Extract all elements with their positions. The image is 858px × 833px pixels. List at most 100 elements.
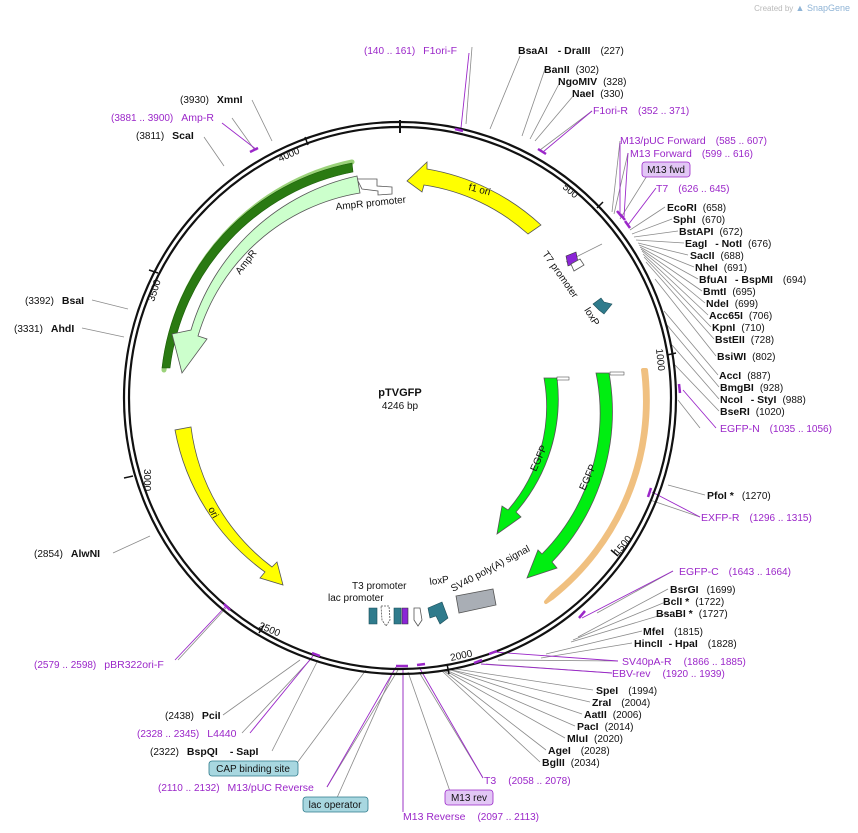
orange-feature-arc[interactable]	[544, 368, 650, 604]
enzyme-label-hincii[interactable]: HincII- HpaI(1828)	[634, 638, 737, 650]
enzyme-label-bseri[interactable]: BseRI(1020)	[720, 406, 785, 418]
primer-label-t3[interactable]: T3(2058 .. 2078)	[484, 775, 571, 787]
enzyme-label-xmni[interactable]: (3930)XmnI	[180, 94, 243, 106]
box-m13-fwd-label: M13 fwd	[647, 165, 685, 176]
box-m13-fwd[interactable]: M13 fwd	[641, 161, 691, 178]
enzyme-name: BfuAI	[699, 274, 727, 286]
enzyme-label-mfei[interactable]: MfeI(1815)	[643, 626, 703, 638]
primer-range: (2328 .. 2345)	[137, 729, 199, 740]
enzyme-label-ngomiv[interactable]: NgoMIV(328)	[558, 76, 626, 88]
enzyme-pos: (2854)	[34, 549, 63, 560]
enzyme-label-naei[interactable]: NaeI(330)	[572, 88, 624, 100]
enzyme-label-acc65i[interactable]: Acc65I (706)	[709, 310, 772, 322]
primer-label-m13pucrev[interactable]: (2110 .. 2132)M13/pUC Reverse	[158, 782, 314, 794]
enzyme-name: ZraI	[592, 697, 611, 709]
loxp-arrow-2[interactable]	[427, 601, 449, 625]
enzyme-label-pfoi[interactable]: PfoI *(1270)	[707, 490, 771, 502]
enzyme-pos: (2004)	[621, 698, 650, 709]
enzyme-label-bsaai[interactable]: BsaAI- DraIII(227)	[518, 45, 624, 57]
primer-label-egfpn[interactable]: EGFP-N(1035 .. 1056)	[720, 423, 832, 435]
enzyme-label-banii[interactable]: BanII(302)	[544, 64, 599, 76]
lac-promoter-arrow[interactable]	[380, 605, 391, 627]
t7-promoter-arrow[interactable]	[570, 258, 585, 272]
primer-label-ampr[interactable]: (3881 .. 3900)Amp-R	[111, 112, 214, 124]
box-m13-rev-label: M13 rev	[451, 793, 487, 804]
enzyme-label-sphi[interactable]: SphI(670)	[673, 214, 725, 226]
enzyme-label-mlui[interactable]: MluI(2020)	[567, 733, 623, 745]
lac-operator-box[interactable]	[393, 607, 402, 625]
enzyme-label-bsabi[interactable]: BsaBI *(1727)	[656, 608, 728, 620]
tick-label-3000: 3000	[141, 469, 152, 492]
loxp-arrow-1[interactable]	[592, 297, 613, 315]
enzyme-label-zrai[interactable]: ZraI (2004)	[592, 697, 650, 709]
primer-name: EBV-rev	[612, 668, 651, 680]
box-lac-operator[interactable]: lac operator	[302, 796, 369, 813]
primer-label-f1orir[interactable]: F1ori-R(352 .. 371)	[593, 105, 689, 117]
boxed-labels: M13 fwd CAP binding site lac operator M1…	[208, 161, 691, 813]
box-m13-rev[interactable]: M13 rev	[444, 789, 494, 806]
enzyme-label-eagi[interactable]: EagI- NotI(676)	[685, 238, 771, 250]
feature-label-t3promoter: T3 promoter	[352, 581, 407, 592]
enzyme-label-bsrgi[interactable]: BsrGI(1699)	[670, 584, 736, 596]
primer-label-m13f[interactable]: M13 Forward(599 .. 616)	[630, 148, 753, 160]
ampr-arrow[interactable]	[161, 162, 354, 369]
enzyme-label-acci[interactable]: AccI(887)	[719, 370, 771, 382]
primer-label-pbr322[interactable]: (2579 .. 2598)pBR322ori-F	[34, 659, 164, 671]
enzyme-label-bspqi[interactable]: (2322)BspQI- SapI	[150, 746, 258, 758]
egfp-arrow-2[interactable]	[526, 372, 613, 579]
enzyme-pos: (706)	[749, 311, 772, 322]
enzyme-label-bmti[interactable]: BmtI(695)	[703, 286, 756, 298]
primer-label-t7[interactable]: T7(626 .. 645)	[656, 183, 729, 195]
enzyme-pos: (3392)	[25, 296, 54, 307]
enzyme-label-kpni[interactable]: KpnI(710)	[712, 322, 765, 334]
box-cap-binding-site[interactable]: CAP binding site	[208, 760, 299, 777]
primer-label-l4440[interactable]: (2328 .. 2345)L4440	[137, 728, 237, 740]
enzyme-label-bstapi[interactable]: BstAPI(672)	[679, 226, 743, 238]
enzyme-label-pcii[interactable]: (2438)PciI	[165, 710, 221, 722]
enzyme-name: BstEII	[715, 334, 745, 346]
enzyme-label-bmgbi[interactable]: BmgBI(928)	[720, 382, 783, 394]
ori-arrow[interactable]	[174, 426, 284, 586]
enzyme-label-nhei[interactable]: NheI(691)	[695, 262, 747, 274]
primer-label-ebvrev[interactable]: EBV-rev(1920 .. 1939)	[612, 668, 725, 680]
enzyme-label-scai[interactable]: (3811)ScaI	[136, 130, 194, 142]
enzyme-pos: (330)	[600, 89, 623, 100]
enzyme-label-bsteii[interactable]: BstEII(728)	[715, 334, 774, 346]
enzyme-label-aatii[interactable]: AatII(2006)	[584, 709, 642, 721]
primer-label-exfpr[interactable]: EXFP-R(1296 .. 1315)	[701, 512, 812, 524]
ampr-arrow-body[interactable]	[171, 175, 361, 374]
enzyme-label-agei[interactable]: AgeI(2028)	[548, 745, 610, 757]
egfp-arrow-1[interactable]	[496, 377, 559, 535]
enzyme-name: AlwNI	[71, 548, 100, 560]
enzyme-label-bsai[interactable]: (3392)BsaI	[25, 295, 84, 307]
primer-label-f1orif[interactable]: (140 .. 161)F1ori-F	[364, 45, 457, 57]
enzyme-label-bglii[interactable]: BglII(2034)	[542, 757, 600, 769]
enzyme-name: Acc65I	[709, 310, 743, 322]
t3-promoter-arrow[interactable]	[413, 607, 423, 627]
enzyme-name: BanII	[544, 64, 570, 76]
enzyme-label-bsiwi[interactable]: BsiWI(802)	[717, 351, 776, 363]
enzyme-label-ahdi[interactable]: (3331)AhdI	[14, 323, 74, 335]
enzyme-name: BclI *	[663, 596, 690, 608]
enzyme-label-paci[interactable]: PacI(2014)	[577, 721, 634, 733]
enzyme-label-ndei[interactable]: NdeI(699)	[706, 298, 758, 310]
primer-name: T3	[484, 775, 496, 787]
sv40-polya-arrow[interactable]	[455, 588, 497, 614]
enzyme-label-alwni[interactable]: (2854) AlwNI	[34, 548, 100, 560]
primer-label-sv40par[interactable]: SV40pA-R(1866 .. 1885)	[622, 656, 746, 668]
enzyme-label-spei[interactable]: SpeI(1994)	[596, 685, 657, 697]
enzyme-label-ncoi[interactable]: NcoI- StyI(988)	[720, 394, 806, 406]
enzyme-pos: (2034)	[571, 758, 600, 769]
cap-binding-box[interactable]	[368, 607, 378, 625]
primer-label-m13pucf[interactable]: M13/pUC Forward(585 .. 607)	[620, 135, 767, 147]
enzyme-label-sacii[interactable]: SacII(688)	[690, 250, 744, 262]
enzyme-label-bfuai[interactable]: BfuAI- BspMI(694)	[699, 274, 806, 286]
primer-label-egfpc[interactable]: EGFP-C(1643 .. 1664)	[679, 566, 791, 578]
enzyme-dash: - HpaI	[669, 638, 698, 650]
primer-name: EGFP-N	[720, 423, 760, 435]
ampr-promoter-arrow[interactable]	[356, 178, 393, 196]
f1-ori-arrow[interactable]	[406, 161, 542, 235]
enzyme-label-ecori[interactable]: EcoRI(658)	[667, 202, 726, 214]
enzyme-label-bcli[interactable]: BclI *(1722)	[663, 596, 724, 608]
primer-label-m13rev[interactable]: M13 Reverse(2097 .. 2113)	[403, 811, 539, 823]
